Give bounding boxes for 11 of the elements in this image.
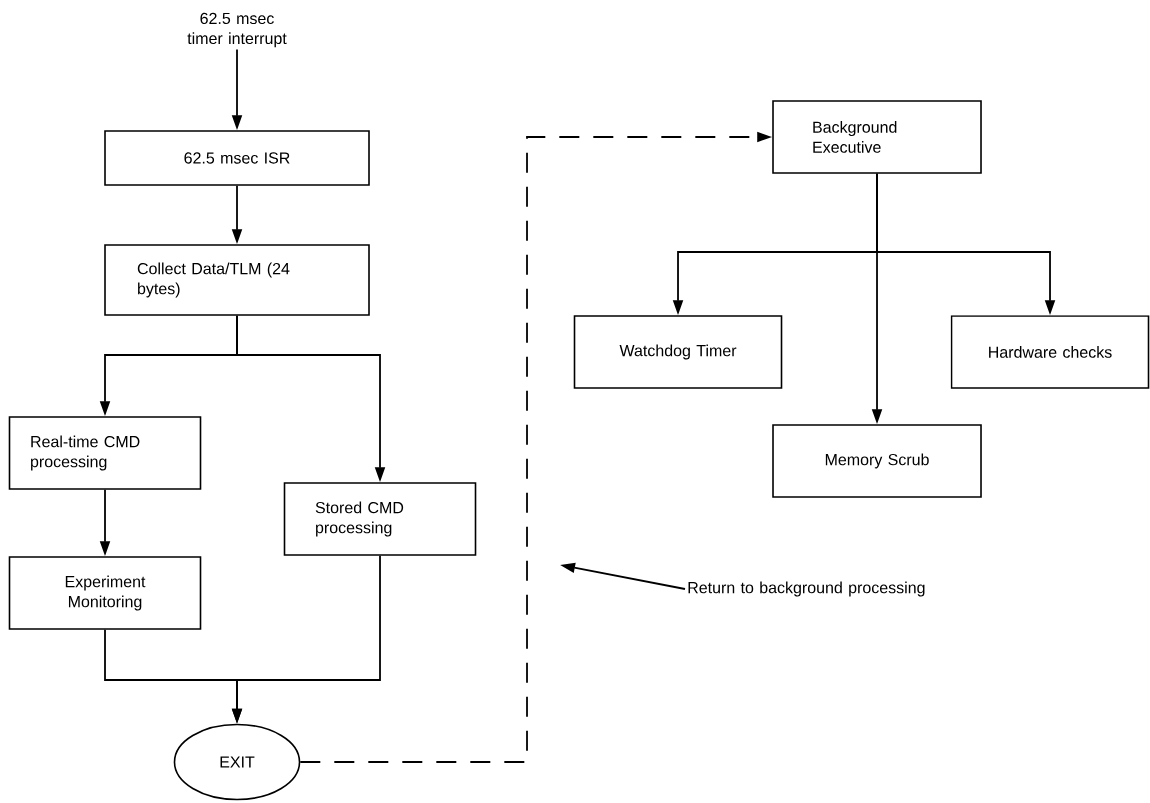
process-box: Memory Scrub [772, 424, 982, 498]
process-box: Collect Data/TLM (24 bytes) [104, 244, 370, 316]
trigger-label: 62.5 msec timer interrupt [187, 12, 287, 48]
process-box: Hardware checks [950, 315, 1150, 389]
process-box: Background Executive [772, 100, 982, 174]
process-box: Real-time CMD processing [8, 416, 202, 490]
annotation-text: Return to background processing [688, 581, 925, 597]
process-box: Experiment Monitoring [8, 556, 202, 630]
process-box: Watchdog Timer [573, 315, 783, 389]
process-box: 62.5 msec ISR [104, 130, 370, 186]
process-box: Stored CMD processing [283, 482, 477, 556]
